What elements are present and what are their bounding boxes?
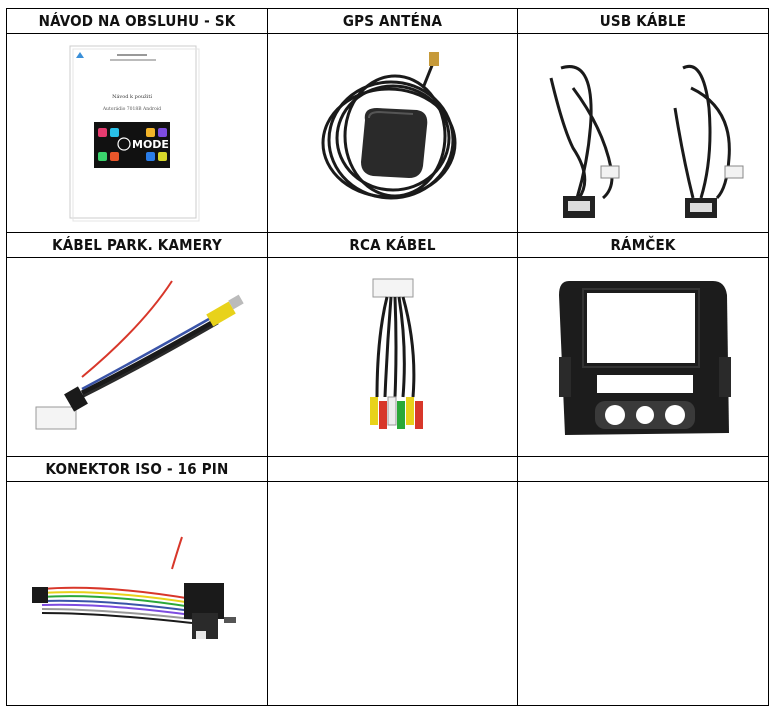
cell-label-usb: USB KÁBLE [517,8,769,34]
header-row: KÁBEL PARK. KAMERY RCA KÁBEL RÁMČEK [6,232,769,258]
cell-label-camera: KÁBEL PARK. KAMERY [6,232,268,258]
manual-logo: MODE [132,138,169,151]
cell-label-empty-2 [517,456,769,482]
manual-booklet-image: Návod k použití Autorádio 7018B Android … [69,45,200,222]
rca-cell [267,257,518,457]
camera-cable-image [35,280,244,430]
gps-cell [267,33,518,233]
manual-cell: Návod k použití Autorádio 7018B Android … [6,33,268,233]
image-row [6,481,769,706]
accessories-table: NÁVOD NA OBSLUHU - SK GPS ANTÉNA USB KÁB… [6,8,769,706]
empty-cell-1 [267,481,518,706]
cell-label-gps: GPS ANTÉNA [267,8,518,34]
image-row [6,257,769,457]
header-row: KONEKTOR ISO - 16 PIN [6,456,769,482]
frame-image [559,281,731,435]
iso-connector-image [32,536,236,639]
cell-label-rca: RCA KÁBEL [267,232,518,258]
cell-label-manual: NÁVOD NA OBSLUHU - SK [6,8,268,34]
image-row: Návod k použití Autorádio 7018B Android … [6,33,769,233]
manual-title: Návod k použití [112,93,152,100]
cell-label-frame: RÁMČEK [517,232,769,258]
empty-cell-2 [517,481,769,706]
iso-connector-cell [6,481,268,706]
rca-cable-image [369,278,423,429]
usb-cables-image [549,65,744,218]
cell-label-empty-1 [267,456,518,482]
header-row: NÁVOD NA OBSLUHU - SK GPS ANTÉNA USB KÁB… [6,8,769,34]
frame-cell [517,257,769,457]
usb-cell [517,33,769,233]
camera-cable-cell [6,257,268,457]
cell-label-iso: KONEKTOR ISO - 16 PIN [6,456,268,482]
gps-antenna-image [321,52,456,200]
manual-subtitle: Autorádio 7018B Android [102,105,161,112]
